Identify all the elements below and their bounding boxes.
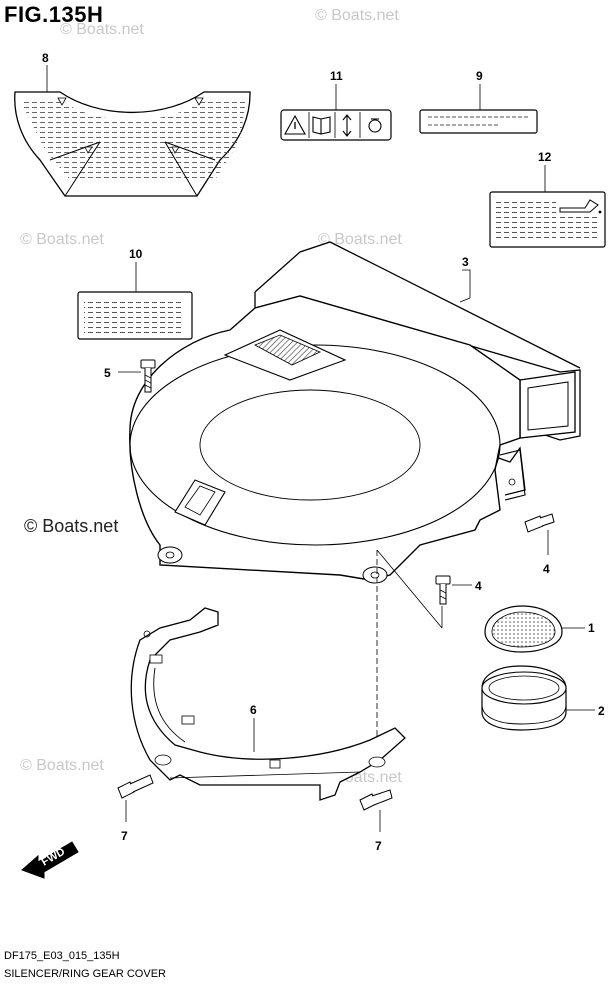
part-12-oil-label: 12 [489, 150, 606, 248]
part-7-bolt-left: 7 [117, 774, 154, 843]
watermark: © Boats.net [20, 757, 104, 774]
part-1-screen-cap: 1 [484, 605, 595, 653]
callout-10: 10 [129, 247, 143, 261]
watermark: © Boats.net [60, 21, 144, 38]
part-10-label: 10 [77, 247, 193, 340]
fwd-arrow-icon: FWD [21, 841, 79, 879]
callout-12: 12 [538, 150, 552, 164]
manual-icon [312, 116, 331, 135]
callout-3: 3 [462, 255, 469, 269]
part-8-decal: 8 [14, 51, 251, 197]
part-5-bolt: 5 [104, 359, 156, 393]
part-4-bolt-lower: 4 [435, 575, 482, 605]
figure-title: FIG.135H [4, 2, 104, 27]
callout-7-left: 7 [121, 829, 128, 843]
part-7-bolt-right: 7 [359, 789, 393, 853]
watermark: © Boats.net [318, 231, 402, 248]
callout-4-upper: 4 [543, 562, 550, 576]
part-6-ring-gear-cover: 6 [130, 607, 406, 801]
callout-4-lower: 4 [475, 579, 482, 593]
callout-1: 1 [588, 621, 595, 635]
callout-2: 2 [598, 704, 605, 718]
oil-can-icon [368, 118, 382, 133]
part-11-pictogram-label: 11 [280, 69, 392, 141]
assembly-guide-lines [376, 549, 443, 762]
figure-caption: SILENCER/RING GEAR COVER [4, 968, 166, 980]
callout-9: 9 [476, 69, 483, 83]
part-4-bolt-upper: 4 [524, 513, 555, 576]
part-3-silencer-cover: 3 [129, 241, 581, 584]
updown-arrow-icon [342, 114, 352, 137]
callout-5: 5 [104, 366, 111, 380]
callout-8: 8 [42, 51, 49, 65]
watermark-main: © Boats.net [24, 516, 118, 536]
figure-code: DF175_E03_015_135H [4, 950, 120, 962]
callout-7-right: 7 [375, 839, 382, 853]
callout-11: 11 [330, 69, 343, 83]
warning-icon [284, 114, 306, 135]
watermark: © Boats.net [315, 7, 399, 24]
part-2-ring: 2 [481, 665, 605, 731]
oil-can-icon [559, 199, 602, 214]
watermark: © Boats.net [20, 231, 104, 248]
part-9-label: 9 [419, 69, 538, 134]
callout-6: 6 [250, 703, 257, 717]
